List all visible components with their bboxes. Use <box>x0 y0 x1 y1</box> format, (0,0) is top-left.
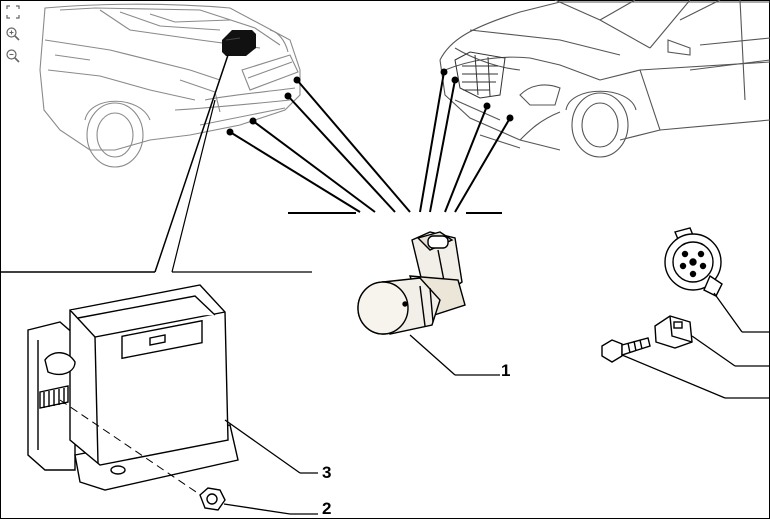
screw-part <box>601 337 651 363</box>
sensor-location-dots <box>226 68 514 136</box>
zoom-out-icon[interactable] <box>5 48 21 64</box>
front-car-illustration <box>439 0 770 158</box>
front-grille <box>454 51 506 99</box>
callout-2-leader <box>223 503 291 515</box>
rear-car-illustration <box>39 3 301 168</box>
nut-part <box>199 487 226 511</box>
callout-3[interactable]: 3 <box>322 463 332 482</box>
rear-control-unit-highlight <box>222 30 256 56</box>
zoom-in-icon[interactable] <box>5 26 21 42</box>
control-unit-leader <box>0 54 312 273</box>
clip-part <box>654 315 693 349</box>
bolt-axis-line <box>59 399 206 499</box>
callout-3-leader <box>224 419 301 474</box>
sensor-leader-lines <box>229 71 511 214</box>
callout-1-leader <box>409 334 456 376</box>
parking-control-unit <box>27 284 239 491</box>
buzzer-part <box>664 227 723 297</box>
callout-2[interactable]: 2 <box>322 499 332 518</box>
callout-1[interactable]: 1 <box>501 361 511 380</box>
parking-sensor-part <box>357 231 466 335</box>
right-part-leaders <box>621 292 770 399</box>
fit-page-icon[interactable] <box>5 4 21 20</box>
